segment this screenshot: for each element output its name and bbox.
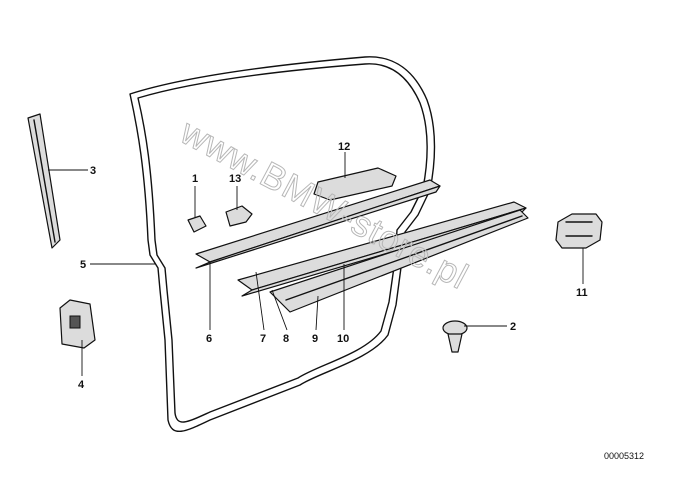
callout-13: 13 [229, 173, 241, 185]
part-3-strip [27, 113, 61, 249]
callout-7: 7 [260, 333, 266, 345]
leader-lines [48, 152, 584, 376]
callout-3: 3 [90, 165, 96, 177]
callout-5: 5 [80, 259, 86, 271]
part-4-clip [59, 299, 96, 349]
part-1-clip [187, 215, 207, 233]
callout-12: 12 [338, 141, 350, 153]
callout-1: 1 [192, 173, 198, 185]
callout-11: 11 [576, 287, 588, 299]
callout-2: 2 [510, 321, 516, 333]
callout-4: 4 [78, 379, 85, 391]
callout-6: 6 [206, 333, 212, 345]
callout-8: 8 [283, 333, 289, 345]
part-13-clip [225, 205, 253, 227]
part-12-bracket [313, 167, 397, 201]
part-2-push-pin [442, 320, 468, 353]
part-8-sill-strip [269, 209, 529, 313]
callout-9: 9 [312, 333, 318, 345]
document-number: 00005312 [604, 451, 644, 461]
callout-labels: 1 2 3 4 5 6 7 8 9 10 11 12 13 [78, 141, 588, 391]
part-11-bracket [555, 213, 603, 249]
part-6-channel [195, 179, 441, 269]
callout-10: 10 [337, 333, 349, 345]
